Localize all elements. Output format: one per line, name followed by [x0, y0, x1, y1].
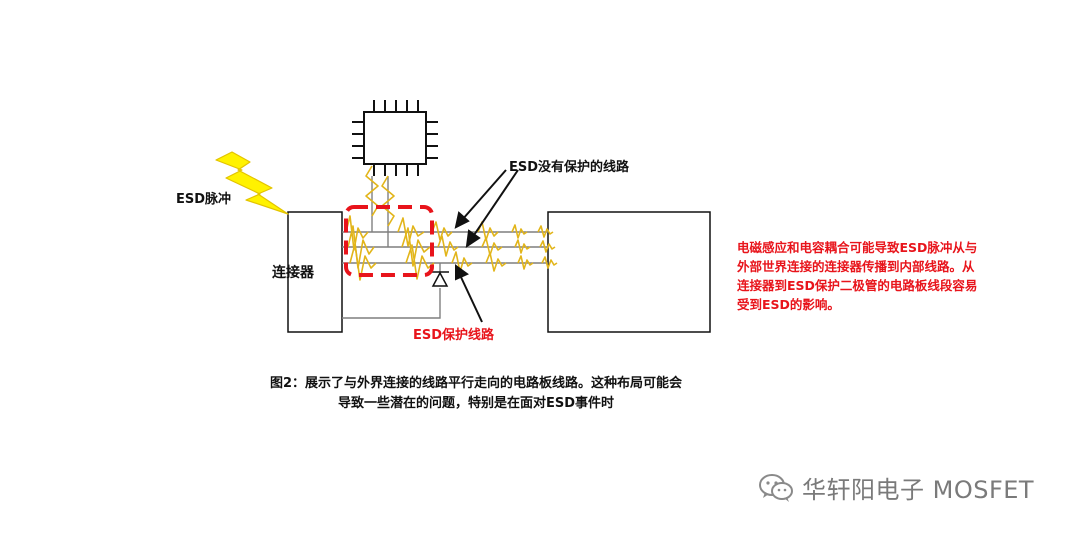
vulnerable-segment-highlight — [344, 205, 434, 277]
wechat-icon — [759, 473, 793, 502]
connector-box — [287, 211, 343, 333]
watermark: 华轩阳电子 MOSFET — [758, 470, 1034, 505]
lightning-bolt-icon — [215, 151, 289, 215]
esd-diode — [431, 271, 449, 287]
esd-pulse-label: ESD脉冲 — [176, 192, 232, 207]
connector-label: 连接器 — [272, 265, 314, 281]
caption-line-2: 导致一些潜在的问题，特别是在面对ESD事件时 — [337, 396, 615, 411]
unprotected-line-label: ESD没有保护的线路 — [509, 160, 630, 175]
ic-chip — [352, 100, 438, 176]
protected-line-label: ESD保护线路 — [413, 328, 495, 343]
caption-line-1: 图2：展示了与外界连接的线路平行走向的电路板线路。这种布局可能会 — [269, 376, 683, 391]
annotation-arrows — [454, 169, 519, 323]
watermark-text: 华轩阳电子 MOSFET — [802, 476, 1035, 504]
right-board-box — [547, 211, 711, 333]
explanation-note: 电磁感应和电容耦合可能导致ESD脉冲从与外部世界连接的连接器传播到内部线路。从连… — [737, 240, 978, 312]
figure-caption: 图2：展示了与外界连接的线路平行走向的电路板线路。这种布局可能会 导致一些潜在的… — [236, 374, 716, 414]
